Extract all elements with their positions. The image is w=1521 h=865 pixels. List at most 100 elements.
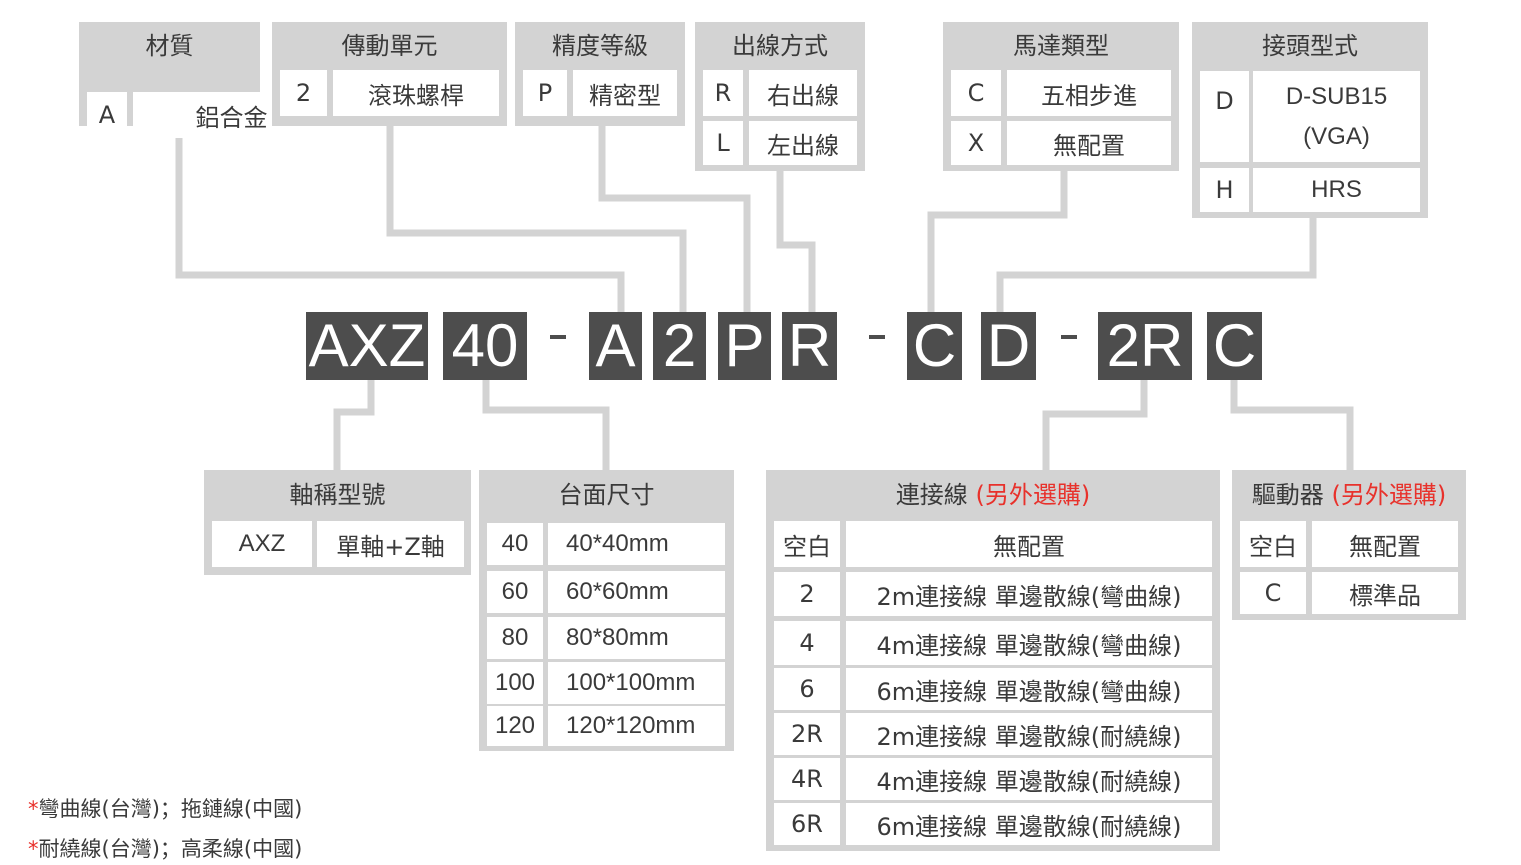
- footnote-1-text: 彎曲線(台灣)；拖鏈線(中國): [38, 797, 303, 821]
- axis-name-box: 軸稱型號 AXZ 單軸+Z軸: [204, 470, 471, 575]
- precision-title: 精度等級: [552, 32, 648, 60]
- cable-code-4r: 4R: [774, 758, 840, 800]
- driver-code-c: C: [1240, 572, 1306, 614]
- connector-type-code-h: H: [1200, 168, 1249, 212]
- driver-title: 驅動器 (另外選購): [1232, 483, 1466, 507]
- axis-name-label: 單軸+Z軸: [317, 521, 464, 567]
- driver-box: 驅動器 (另外選購) 空白 無配置 C 標準品: [1232, 470, 1466, 620]
- driver-title-note: (另外選購): [1331, 481, 1447, 509]
- cable-code-blank: 空白: [774, 521, 840, 567]
- table-size-code-80: 80: [487, 617, 543, 659]
- cable-label-4r: 4m連接線 單邊散線(耐繞線): [846, 758, 1212, 800]
- drive-unit-box: 傳動單元 2 滾珠螺桿: [272, 22, 507, 126]
- cable-title: 連接線 (另外選購): [766, 483, 1220, 507]
- table-size-label-120: 120*120mm: [548, 706, 725, 746]
- connector-motor-type: [927, 171, 1068, 312]
- cable-exit-box: 出線方式 R 右出線 L 左出線: [695, 22, 865, 171]
- motor-type-box: 馬達類型 C 五相步進 X 無配置: [943, 22, 1179, 171]
- code-segment-size: 40: [443, 312, 527, 380]
- connector-type-label-dsub15: D-SUB15 (VGA): [1253, 71, 1420, 162]
- cable-title-note: (另外選購): [975, 481, 1091, 509]
- cable-code-2: 2: [774, 572, 840, 616]
- code-segment-connector: D: [981, 312, 1036, 380]
- cable-exit-title: 出線方式: [732, 32, 828, 60]
- table-size-code-60: 60: [487, 571, 543, 613]
- connector-type-box: 接頭型式 D D-SUB15 (VGA) H HRS: [1192, 22, 1428, 218]
- cable-code-4: 4: [774, 621, 840, 665]
- code-segment-precision: P: [718, 312, 771, 380]
- material-title: 材質: [145, 32, 194, 60]
- connector-driver: [1230, 380, 1354, 470]
- precision-code-p: P: [523, 70, 567, 116]
- code-segment-cable-exit: R: [782, 312, 837, 380]
- material-code-a: A: [87, 92, 127, 138]
- cable-exit-code-r: R: [703, 70, 743, 116]
- cable-title-text: 連接線: [895, 481, 968, 509]
- table-size-code-40: 40: [487, 523, 543, 565]
- connector-cable-exit: [776, 171, 816, 312]
- table-size-code-100: 100: [487, 662, 543, 704]
- code-segment-cable: 2R: [1098, 312, 1192, 380]
- table-size-code-120: 120: [487, 706, 543, 746]
- cable-code-6: 6: [774, 668, 840, 710]
- motor-type-code-x: X: [951, 121, 1001, 165]
- table-size-label-80: 80*80mm: [548, 617, 725, 659]
- cable-box: 連接線 (另外選購) 空白 無配置 2 2m連接線 單邊散線(彎曲線) 4 4m…: [766, 470, 1220, 851]
- code-segment-axz: AXZ: [306, 312, 428, 380]
- drive-unit-code-2: 2: [280, 70, 327, 116]
- code-segment-driver: C: [1207, 312, 1262, 380]
- precision-box: 精度等級 P 精密型: [515, 22, 685, 126]
- code-segment-material: A: [589, 312, 642, 380]
- cable-label-6: 6m連接線 單邊散線(彎曲線): [846, 668, 1212, 710]
- cable-exit-code-l: L: [703, 121, 743, 165]
- drive-unit-title: 傳動單元: [341, 32, 438, 60]
- footnote-1: *彎曲線(台灣)；拖鏈線(中國): [28, 793, 302, 823]
- driver-code-blank: 空白: [1240, 521, 1306, 567]
- table-size-label-60: 60*60mm: [548, 571, 725, 613]
- connector-connector-type: [996, 218, 1317, 312]
- cable-exit-label-left: 左出線: [749, 121, 857, 165]
- table-size-label-100: 100*100mm: [548, 662, 725, 704]
- code-separator-1: [550, 335, 566, 339]
- connector-drive-unit: [386, 126, 687, 312]
- code-segment-motor: C: [907, 312, 962, 380]
- connector-table-size: [482, 380, 610, 470]
- table-size-label-40: 40*40mm: [548, 523, 725, 565]
- cable-label-2r: 2m連接線 單邊散線(耐繞線): [846, 713, 1212, 755]
- precision-label-precise: 精密型: [573, 70, 677, 116]
- connector-cable: [1042, 380, 1148, 470]
- connector-type-title: 接頭型式: [1262, 32, 1358, 60]
- cable-label-2: 2m連接線 單邊散線(彎曲線): [846, 572, 1212, 616]
- connector-type-code-d: D: [1200, 71, 1249, 162]
- footnote-2-text: 耐繞線(台灣)；高柔線(中國): [38, 837, 303, 861]
- code-segment-drive: 2: [653, 312, 706, 380]
- connector-material: [175, 126, 625, 312]
- driver-label-none: 無配置: [1312, 521, 1458, 567]
- cable-exit-label-right: 右出線: [749, 70, 857, 116]
- cable-code-6r: 6R: [774, 803, 840, 845]
- cable-label-4: 4m連接線 單邊散線(彎曲線): [846, 621, 1212, 665]
- table-size-title: 台面尺寸: [558, 481, 655, 509]
- connector-axis-name: [333, 380, 375, 470]
- axis-name-title: 軸稱型號: [289, 481, 386, 509]
- motor-type-title: 馬達類型: [1013, 32, 1109, 60]
- driver-label-standard: 標準品: [1312, 572, 1458, 614]
- footnote-1-mark: *: [28, 797, 39, 821]
- connector-type-label-hrs: HRS: [1253, 168, 1420, 212]
- cable-label-none: 無配置: [846, 521, 1212, 567]
- table-size-box: 台面尺寸 40 40*40mm 60 60*60mm 80 80*80mm 10…: [479, 470, 734, 751]
- cable-label-6r: 6m連接線 單邊散線(耐繞線): [846, 803, 1212, 845]
- code-separator-3: [1061, 335, 1077, 339]
- motor-type-label-none: 無配置: [1007, 121, 1171, 165]
- drive-unit-label-ballscrew: 滾珠螺桿: [333, 70, 499, 116]
- code-separator-2: [869, 335, 885, 339]
- driver-title-text: 驅動器: [1251, 481, 1324, 509]
- motor-type-code-c: C: [951, 70, 1001, 116]
- footnote-2-mark: *: [28, 837, 39, 861]
- connector-precision: [598, 126, 751, 312]
- cable-code-2r: 2R: [774, 713, 840, 755]
- footnote-2: *耐繞線(台灣)；高柔線(中國): [28, 833, 302, 863]
- axis-name-code-axz: AXZ: [212, 521, 312, 567]
- material-box: 材質 A 鋁合金: [79, 22, 330, 138]
